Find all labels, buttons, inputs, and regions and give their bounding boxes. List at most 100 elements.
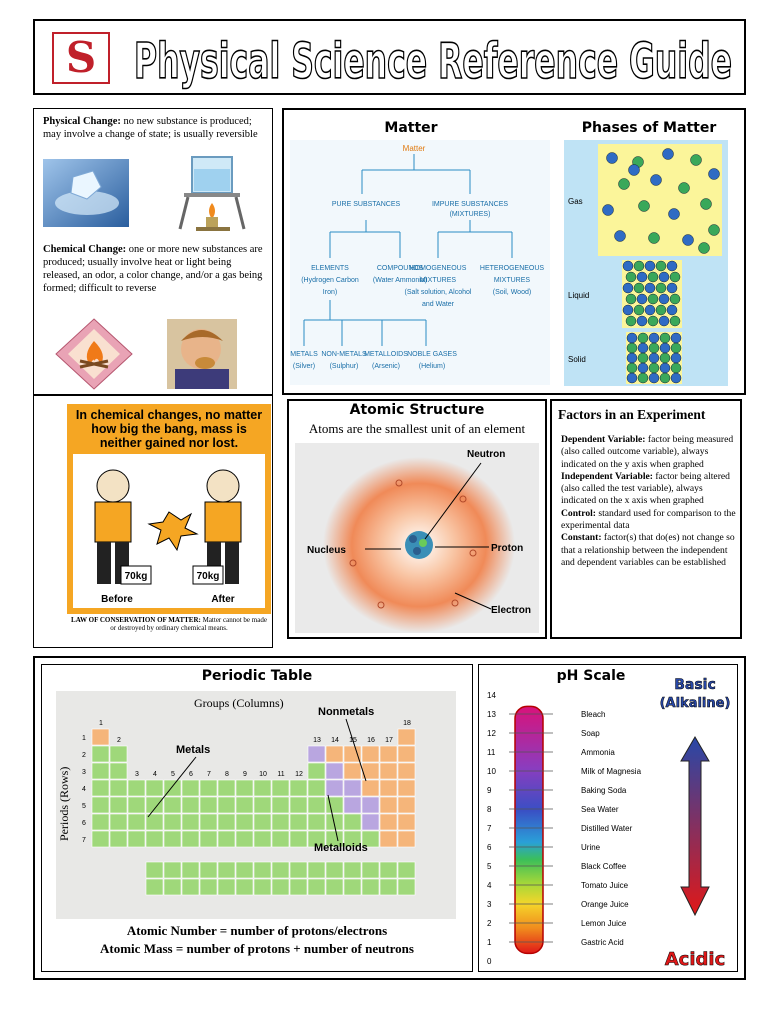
element-cell	[127, 796, 146, 814]
element-cell	[163, 830, 182, 848]
element-cell	[397, 861, 416, 879]
ph-title: pH Scale	[556, 668, 626, 684]
matter-panel: Matter Matter PURE SUBSTANCES IMPURE SUB…	[282, 108, 746, 395]
element-cell	[271, 878, 290, 896]
periods-label: Periods (Rows)	[57, 767, 71, 841]
ph-tick-label: 11	[487, 748, 496, 757]
element-cell	[253, 796, 272, 814]
solid-particle	[648, 352, 660, 364]
alkaline-label: (Alkaline)	[660, 696, 731, 711]
element-cell	[361, 878, 380, 896]
period-number: 3	[82, 769, 86, 776]
element-cell	[217, 878, 236, 896]
liquid-particle	[644, 282, 656, 294]
solid-particle	[626, 332, 638, 344]
solid-particle	[648, 332, 660, 344]
periodic-title: Periodic Table	[201, 668, 313, 684]
atomic-panel: Atomic Structure Atoms are the smallest …	[287, 399, 547, 639]
gas-particle	[678, 182, 690, 194]
element-cell	[343, 861, 362, 879]
solid-particle	[670, 352, 682, 364]
ph-substance-label: Distilled Water	[581, 824, 633, 833]
element-cell	[307, 762, 326, 780]
basic-label: Basic	[674, 677, 716, 693]
solid-particle	[637, 332, 649, 344]
solid-particle	[659, 332, 671, 344]
ph-color-bar	[514, 705, 544, 955]
svg-text:PURE SUBSTANCES: PURE SUBSTANCES	[332, 201, 401, 208]
element-cell	[109, 779, 128, 797]
change-panel: Physical Change: no new substance is pro…	[33, 108, 273, 395]
svg-text:and Water: and Water	[422, 301, 455, 308]
element-cell	[307, 878, 326, 896]
liquid-particle	[622, 282, 634, 294]
liquid-particle	[669, 293, 681, 305]
ph-tick-label: 3	[487, 900, 492, 909]
svg-text:(Salt solution, Alcohol: (Salt solution, Alcohol	[405, 289, 472, 296]
svg-text:METALS: METALS	[290, 351, 318, 358]
element-cell	[91, 762, 110, 780]
atomic-subtitle: Atoms are the smallest unit of an elemen…	[308, 421, 526, 436]
atomic-title: Atomic Structure	[349, 402, 485, 418]
element-cell	[199, 830, 218, 848]
ph-substance-label: Lemon Juice	[581, 919, 627, 928]
ph-tick-label: 0	[487, 957, 492, 966]
ice-image	[43, 159, 129, 227]
element-cell	[109, 796, 128, 814]
matter-title: Matter	[384, 120, 438, 136]
gas-particle	[690, 154, 702, 166]
element-cell	[253, 878, 272, 896]
svg-text:(Hydrogen Carbon: (Hydrogen Carbon	[301, 277, 359, 284]
element-cell	[217, 796, 236, 814]
solid-particle	[648, 372, 660, 384]
svg-text:COMPOUNDS: COMPOUNDS	[377, 265, 424, 272]
element-cell	[361, 779, 380, 797]
element-cell	[397, 830, 416, 848]
element-cell	[109, 762, 128, 780]
group-number: 2	[117, 737, 121, 744]
element-cell	[343, 762, 362, 780]
element-cell	[397, 813, 416, 831]
element-cell	[109, 813, 128, 831]
element-cell	[253, 830, 272, 848]
ph-substance-label: Milk of Magnesia	[581, 767, 642, 776]
liquid-particle	[644, 260, 656, 272]
element-cell	[325, 861, 344, 879]
solid-particle	[637, 362, 649, 374]
ph-direction-arrow	[680, 736, 710, 917]
factor-item: Independent Variable: factor being alter…	[561, 470, 730, 507]
svg-text:Physical Science Reference Gui: Physical Science Reference Guide	[134, 33, 732, 90]
liquid-particle	[622, 260, 634, 272]
liquid-particle	[647, 293, 659, 305]
scientists-illustration: 70kg 70kg Before After	[94, 469, 242, 605]
element-cell	[289, 779, 308, 797]
ph-substance-label: Baking Soda	[581, 786, 627, 795]
period-number: 2	[82, 752, 86, 759]
gas-particle	[618, 178, 630, 190]
element-cell	[217, 830, 236, 848]
physical-change-text: Physical Change: no new substance is pro…	[43, 116, 258, 140]
element-cell	[199, 813, 218, 831]
gas-particle	[662, 148, 674, 160]
group-number: 6	[189, 771, 193, 778]
metals-label: Metals	[176, 744, 210, 756]
liquid-particle	[655, 282, 667, 294]
group-number: 17	[385, 737, 393, 744]
liquid-particle	[666, 282, 678, 294]
element-cell	[181, 830, 200, 848]
liquid-particle	[669, 315, 681, 327]
element-cell	[163, 861, 182, 879]
ph-substance-label: Sea Water	[581, 805, 619, 814]
element-cell	[145, 779, 164, 797]
solid-particle	[659, 362, 671, 374]
element-cell	[181, 813, 200, 831]
element-cell	[325, 779, 344, 797]
period-number: 5	[82, 803, 86, 810]
ph-tick-label: 14	[487, 691, 496, 700]
element-cell	[397, 745, 416, 763]
svg-text:After: After	[211, 594, 234, 605]
element-cell	[289, 878, 308, 896]
svg-text:S: S	[66, 33, 96, 82]
liquid-particle	[647, 315, 659, 327]
